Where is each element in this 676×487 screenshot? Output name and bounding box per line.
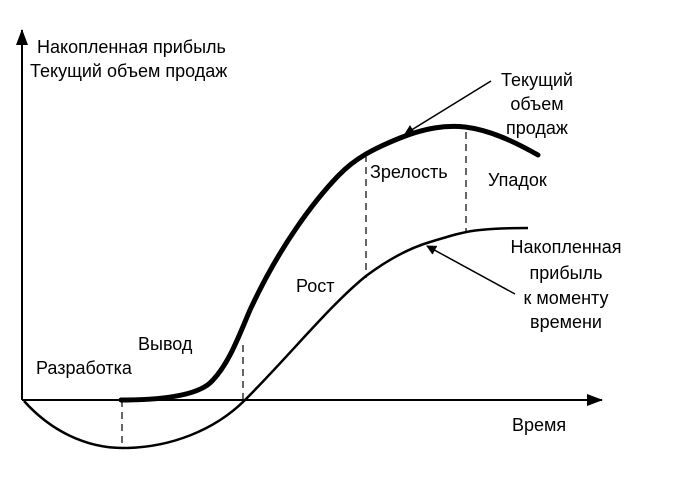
- sales-curve: [118, 123, 541, 403]
- x-axis-label: Время: [512, 415, 566, 435]
- profit-label-line1: Накопленная: [511, 237, 622, 257]
- profit-label-line4: времени: [530, 312, 602, 332]
- stage-decline: Упадок: [488, 170, 547, 190]
- sales-label-line1: Текущий: [501, 70, 573, 90]
- y-axis-label-line2: Текущий объем продаж: [30, 61, 227, 81]
- profit-label-line2: прибыль: [530, 263, 603, 283]
- profit-curve: [23, 226, 529, 450]
- y-axis-label-line1: Накопленная прибыль: [37, 37, 226, 57]
- stage-maturity: Зрелость: [370, 162, 448, 182]
- sales-label-line2: объем: [510, 94, 563, 114]
- profit-pointer-arrow: [426, 245, 516, 295]
- sales-pointer-arrow: [404, 80, 492, 135]
- stage-development: Разработка: [36, 358, 133, 378]
- stage-growth: Рост: [296, 276, 334, 296]
- stage-introduction: Вывод: [138, 334, 193, 354]
- sales-label-line3: продаж: [506, 118, 568, 138]
- profit-label-line3: к моменту: [523, 288, 608, 308]
